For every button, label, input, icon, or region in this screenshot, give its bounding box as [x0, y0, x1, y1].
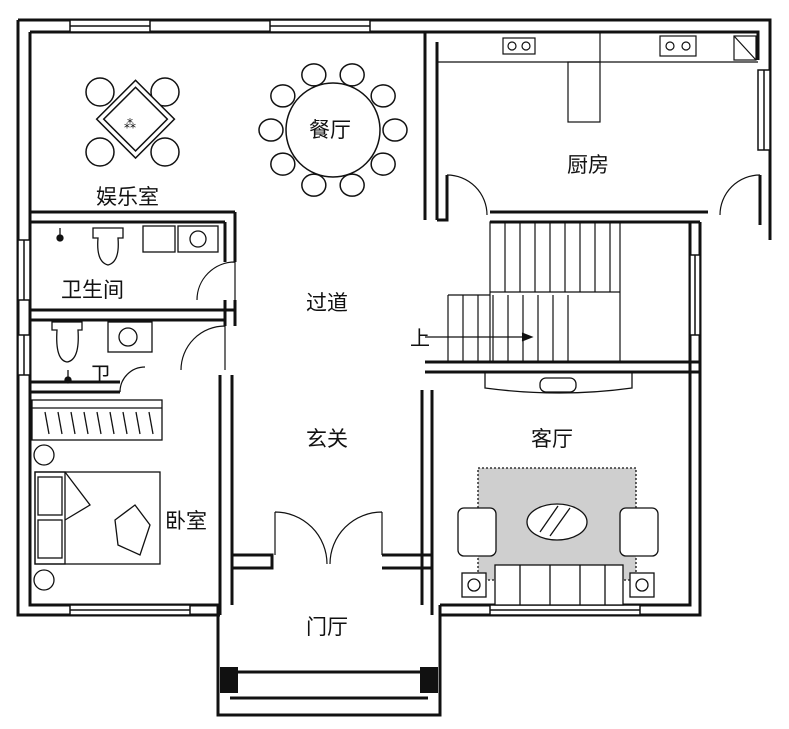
stair-arrow-head [521, 332, 534, 342]
basin-icon [177, 225, 219, 253]
label-corridor: 过道 [306, 291, 348, 315]
door-kitchen-right [719, 174, 761, 216]
sofa-icon [494, 564, 624, 606]
label-living: 客厅 [531, 427, 573, 451]
svg-text:⁂: ⁂ [124, 117, 136, 131]
dining-chair-icon [301, 173, 327, 197]
toilet-icon [92, 227, 124, 266]
toilet-small-icon [51, 321, 83, 363]
dining-chair-icon [370, 84, 396, 108]
coffee-table-icon [526, 503, 588, 541]
door-bathroom [196, 261, 236, 301]
label-foyer: 玄关 [306, 427, 348, 451]
label-entry-hall: 门厅 [306, 615, 348, 639]
kitchen-fixtures [437, 32, 758, 123]
door-entry [274, 511, 383, 565]
label-bedroom: 卧室 [165, 509, 207, 533]
wardrobe-icon [31, 399, 163, 441]
wall-entry-hall [216, 605, 442, 717]
door-kitchen-left [446, 174, 488, 216]
windows [17, 19, 771, 616]
label-entertainment: 娱乐室 [96, 185, 159, 209]
wall-bedroom-east [218, 375, 234, 615]
side-table-left-icon [461, 572, 487, 598]
nightstand-top-icon [33, 444, 55, 466]
bathroom-fixtures [51, 225, 219, 384]
pillar-right [420, 667, 438, 693]
door-bath-inner [119, 366, 146, 393]
wall-foyer-right [420, 390, 434, 615]
outer-wall [16, 18, 772, 617]
wall-bath-small-right [223, 300, 237, 326]
wall-kitchen-right [758, 175, 772, 230]
kitchen-island [567, 61, 601, 123]
wall-living-top [425, 360, 700, 374]
wall-entry-step [230, 670, 428, 700]
living-furniture [457, 372, 659, 606]
tv-cabinet-icon [484, 372, 633, 394]
stair-up-label: 上 [410, 326, 430, 350]
dining-chair-icon [270, 84, 296, 108]
dining-chair-icon [382, 118, 408, 142]
stove-icon [502, 37, 536, 55]
label-kitchen: 厨房 [567, 153, 609, 177]
wall-kitchen-bottom [490, 210, 708, 224]
dining-chair-icon [370, 152, 396, 176]
sink-icon [659, 35, 697, 57]
shower-small-icon [64, 376, 72, 384]
doors [119, 174, 761, 565]
label-bathroom-small: 卫 [90, 363, 111, 387]
staircase [425, 221, 621, 363]
label-dining: 餐厅 [309, 118, 351, 142]
pillar-left [220, 667, 238, 693]
door-bath-small [180, 325, 226, 371]
bathtub-icon [142, 225, 176, 253]
wall-foyer [232, 553, 434, 570]
basin-small-icon [107, 321, 153, 353]
dining-chair-icon [301, 63, 327, 87]
nightstand-bottom-icon [33, 569, 55, 591]
bedroom-furniture [31, 399, 163, 591]
kitchen-cabinet [733, 35, 757, 61]
dining-chair-icon [258, 118, 284, 142]
dining-chair-icon [270, 152, 296, 176]
armchair-right-icon [619, 507, 659, 557]
dining-table-icon [258, 63, 408, 197]
wall-bath-small-bottom [30, 380, 120, 394]
shower-icon [56, 234, 64, 242]
label-bathroom-main: 卫生间 [61, 278, 124, 302]
wall-entertainment-bottom [30, 210, 235, 224]
wall-bathroom-main [223, 212, 237, 262]
dining-chair-icon [339, 63, 365, 87]
wall-bathroom-main-bottom [30, 308, 235, 322]
dining-chair-icon [339, 173, 365, 197]
side-table-right-icon [629, 572, 655, 598]
wall-kitchen [423, 32, 449, 222]
armchair-left-icon [457, 507, 497, 557]
game-table-icon: ⁂ [85, 77, 180, 167]
